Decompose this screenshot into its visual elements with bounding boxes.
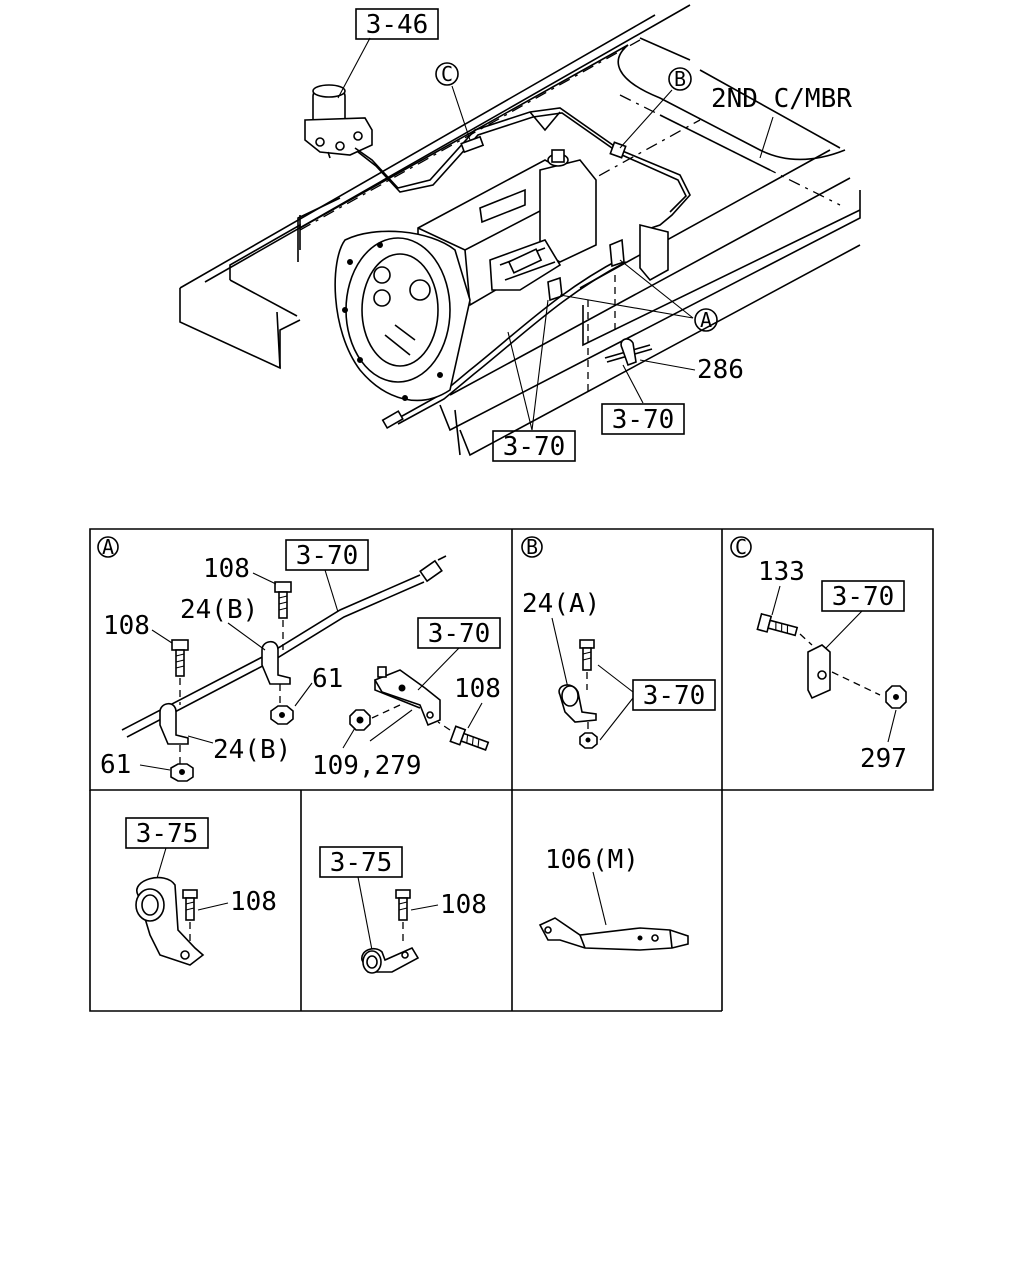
circle-b-label: B bbox=[674, 67, 686, 91]
detail-f: 106(M) bbox=[538, 845, 689, 951]
ref-box-3-46 bbox=[355, 8, 439, 40]
detail-b-marker: B bbox=[526, 535, 538, 559]
detail-e-ref: 3-75 bbox=[330, 848, 393, 878]
detail-a-marker: A bbox=[102, 535, 114, 559]
bolt-108-left bbox=[171, 639, 189, 705]
label-108-right: 108 bbox=[454, 674, 501, 704]
detail-d-ref: 3-75 bbox=[136, 819, 199, 849]
detail-d: 3-75 108 bbox=[125, 817, 277, 966]
detail-a-ref-top: 3-70 bbox=[296, 541, 359, 571]
circle-marker-c bbox=[435, 62, 459, 86]
pipe-clips bbox=[547, 223, 669, 302]
detail-e: 3-75 108 bbox=[319, 846, 487, 974]
part-286-label: 286 bbox=[697, 355, 744, 385]
circle-c-label: C bbox=[441, 62, 453, 86]
air-dryer bbox=[304, 84, 373, 159]
label-108-top: 108 bbox=[203, 554, 250, 584]
circle-marker-b bbox=[668, 67, 692, 91]
label-106m: 106(M) bbox=[545, 845, 639, 875]
detail-grid bbox=[89, 528, 934, 1012]
air-pipes bbox=[354, 107, 691, 430]
label-61-left: 61 bbox=[100, 750, 131, 780]
ref-box-3-70-right bbox=[601, 403, 685, 435]
label-108-d: 108 bbox=[230, 887, 277, 917]
label-133: 133 bbox=[758, 557, 805, 587]
detail-b: B 24(A) 3-70 bbox=[521, 535, 716, 749]
overview-illustration: 3-46 C B 2ND C/MBR A 286 3-70 3-70 bbox=[179, 4, 861, 462]
label-108-e: 108 bbox=[440, 890, 487, 920]
ref-3-70-bottom: 3-70 bbox=[503, 432, 566, 462]
second-crossmember-label: 2ND C/MBR bbox=[711, 84, 852, 114]
detail-a: A 3-70 108 24(B) 61 bbox=[97, 535, 501, 782]
detail-c-ref: 3-70 bbox=[832, 582, 895, 612]
chassis-frame bbox=[179, 4, 861, 457]
label-24b-upper: 24(B) bbox=[180, 595, 258, 625]
circle-a-label: A bbox=[700, 308, 712, 332]
clip-286 bbox=[604, 338, 653, 367]
label-24b-lower: 24(B) bbox=[213, 735, 291, 765]
circle-marker-a bbox=[694, 308, 718, 332]
detail-c-marker: C bbox=[735, 535, 747, 559]
label-109-279: 109,279 bbox=[312, 751, 422, 781]
ref-3-70-right: 3-70 bbox=[612, 405, 675, 435]
leader-lines bbox=[337, 37, 774, 431]
label-297: 297 bbox=[860, 744, 907, 774]
detail-c: C 133 3-70 297 bbox=[730, 535, 907, 774]
transmission bbox=[334, 149, 597, 402]
bolt-108-right bbox=[449, 725, 490, 751]
label-108-left: 108 bbox=[103, 611, 150, 641]
bracket-3-70 bbox=[373, 666, 441, 727]
ref-box-3-70-bottom bbox=[492, 430, 576, 462]
detail-b-ref: 3-70 bbox=[643, 681, 706, 711]
ref-3-46: 3-46 bbox=[366, 10, 429, 40]
label-24a: 24(A) bbox=[522, 589, 600, 619]
label-61-right: 61 bbox=[312, 664, 343, 694]
detail-a-ref-bracket: 3-70 bbox=[428, 619, 491, 649]
bolt-108-top bbox=[274, 581, 292, 650]
